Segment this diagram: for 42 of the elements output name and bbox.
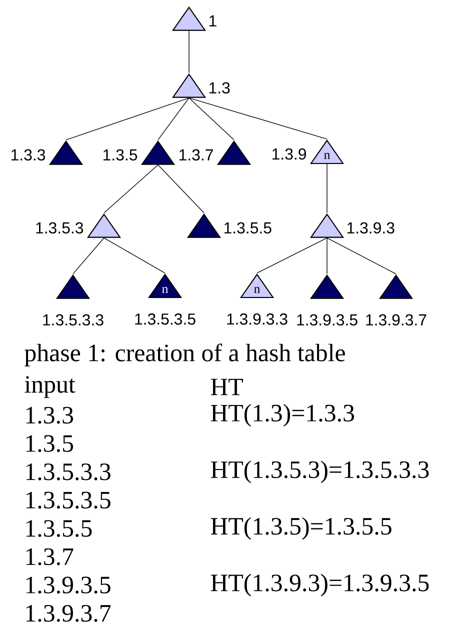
connector-line (72, 238, 104, 274)
column-header: HT (210, 378, 243, 396)
node-label: 1.3 (209, 82, 230, 94)
connector-line (104, 164, 158, 214)
table-cell: HT(1.3.5)=1.3.5.5 (210, 517, 392, 540)
connector-line (326, 238, 396, 274)
node-label: 1.3.5.3 (36, 222, 84, 234)
connector-line (66, 98, 190, 140)
connector-line (158, 164, 204, 214)
table-cell: 1.3.5.3.5 (26, 492, 110, 509)
node-label: 1.3.9.3.5 (297, 314, 358, 326)
table-cell: 1.3.9.3.7 (26, 604, 111, 622)
connector-line (158, 98, 190, 140)
node-label: 1.3.5.3.3 (43, 314, 104, 326)
table-cell: HT(1.3)=1.3.3 (210, 404, 354, 427)
node-label: 1.3.3 (12, 149, 46, 161)
node-label: 1.3.5.3.5 (135, 313, 196, 325)
table-cell: 1.3.9.3.5 (26, 576, 110, 594)
node-label: 1.3.9.3.3 (227, 313, 288, 325)
node-label: 1 (209, 15, 216, 26)
node-label: 1.3.9 (272, 148, 306, 160)
node-label: 1.3.9.3.7 (366, 314, 426, 326)
table-cell: 1.3.7 (26, 548, 74, 566)
table-cell: 1.3.5.5 (26, 520, 92, 537)
node-label: 1.3.5.5 (224, 222, 272, 234)
node-label: 1.3.5 (104, 149, 138, 161)
connector-line (104, 238, 166, 274)
connector-line (188, 98, 234, 140)
node-label: 1.3.9.3 (347, 222, 394, 234)
connector-line (256, 238, 328, 274)
table-cell: 1.3.3 (26, 406, 74, 424)
connector-line (188, 30, 190, 74)
connector-line (326, 164, 328, 214)
connector-line (188, 98, 328, 140)
column-header: input (24, 376, 76, 398)
table-heading: phase 1: creation of a hash table (24, 344, 345, 366)
node-label: 1.3.7 (180, 149, 213, 161)
connector-line (326, 238, 328, 274)
table-cell: 1.3.5 (26, 435, 74, 452)
table-cell: HT(1.3.5.3)=1.3.5.3.3 (210, 460, 429, 484)
table-cell: HT(1.3.9.3)=1.3.9.3.5 (210, 574, 429, 596)
table-cell: 1.3.5.3.3 (26, 463, 110, 480)
